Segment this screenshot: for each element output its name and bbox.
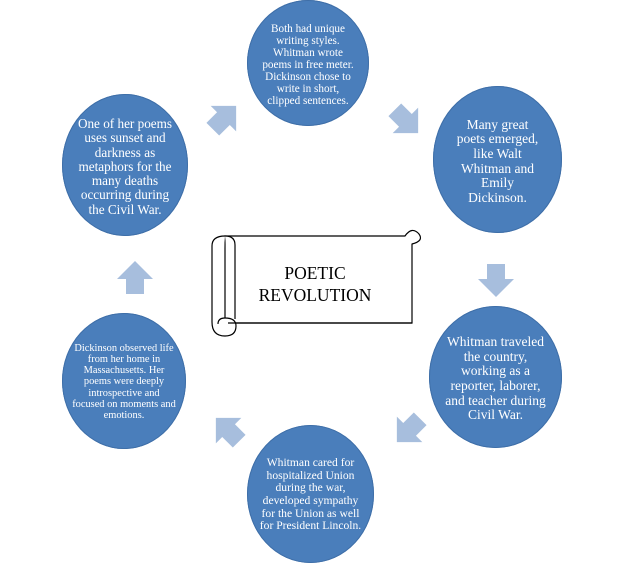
node-text: One of her poems uses sunset and darknes… <box>77 116 173 217</box>
title-line-2: REVOLUTION <box>258 285 372 305</box>
node-sunset-darkness-poem: One of her poems uses sunset and darknes… <box>62 94 188 236</box>
title-line-1: POETIC <box>284 262 346 283</box>
node-dickinson-observed: Dickinson observed life from her home in… <box>62 313 186 449</box>
arrow-c3-to-c4 <box>396 412 427 443</box>
arrow-c1-to-c2 <box>388 103 419 134</box>
node-whitman-cared: Whitman cared for hospitalized Union dur… <box>247 425 374 563</box>
node-whitman-traveled: Whitman traveled the country, working as… <box>429 306 562 448</box>
node-text: Whitman cared for hospitalized Union dur… <box>259 456 362 533</box>
arrow-c5-to-c6 <box>117 261 153 294</box>
diagram-title: POETIC REVOLUTION <box>230 244 400 324</box>
node-text: Both had unique writing styles. Whitman … <box>262 22 354 108</box>
node-great-poets-emerged: Many great poets emerged, like Walt Whit… <box>433 86 562 233</box>
arrow-c4-to-c5 <box>215 417 246 448</box>
arrow-c6-to-c1 <box>206 105 237 136</box>
title-scroll-shape <box>211 229 422 337</box>
node-text: Many great poets emerged, like Walt Whit… <box>456 116 539 205</box>
arrow-c2-to-c3 <box>478 264 514 297</box>
node-unique-writing-styles: Both had unique writing styles. Whitman … <box>247 0 369 126</box>
node-text: Whitman traveled the country, working as… <box>445 334 546 423</box>
node-text: Dickinson observed life from her home in… <box>72 342 176 422</box>
